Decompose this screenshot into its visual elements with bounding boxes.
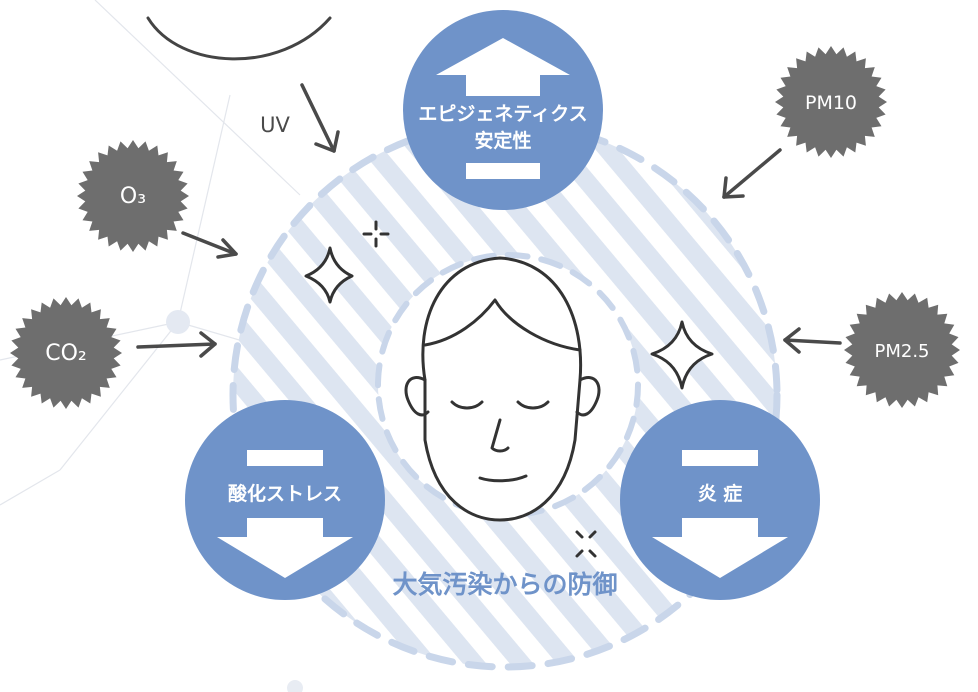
sparkle-small-icon — [575, 530, 597, 558]
arrow-pm25 — [783, 327, 842, 354]
pollutant-pm10-label: PM10 — [805, 92, 857, 114]
pollutant-co2-badge: CO₂ — [10, 297, 122, 409]
arrow-uv — [300, 83, 340, 153]
pollutant-co2-label: CO₂ — [45, 341, 87, 366]
network-node — [166, 310, 190, 334]
effect-right-label: 炎 症 — [698, 482, 743, 505]
up-arrow-icon — [436, 38, 570, 96]
pollutant-pm25-badge: PM2.5 — [844, 292, 960, 408]
effect-top-line1: エピジェネティクス — [418, 103, 587, 125]
effect-epigenetic-stability: エピジェネティクス 安定性 — [403, 10, 603, 210]
sparkle-small-icon — [362, 220, 390, 248]
face-icon — [404, 256, 601, 522]
pollutant-o3-badge: O₃ — [77, 140, 189, 252]
pollutant-pm10-badge: PM10 — [775, 46, 887, 158]
pollutant-uv-label: UV — [260, 113, 290, 137]
effect-left-label: 酸化ストレス — [228, 482, 342, 505]
down-arrow-icon — [652, 518, 788, 578]
center-caption: 大気汚染からの防御 — [392, 570, 617, 599]
pollutant-pm25-label: PM2.5 — [874, 341, 929, 362]
sun-arc-icon — [146, 16, 332, 61]
effect-inflammation: 炎 症 — [620, 400, 820, 600]
sparkle-icon — [304, 246, 354, 304]
effect-oxidative-stress: 酸化ストレス — [185, 400, 385, 600]
arrow-o3 — [181, 231, 238, 259]
arrow-pm10 — [722, 148, 782, 199]
network-node-small — [287, 680, 303, 692]
pollutant-o3-label: O₃ — [120, 184, 146, 209]
sparkle-icon — [650, 320, 714, 390]
effect-top-line2: 安定性 — [474, 129, 531, 152]
arrow-co2 — [136, 331, 217, 358]
down-arrow-icon — [217, 518, 353, 578]
up-arrow-base — [466, 163, 540, 179]
